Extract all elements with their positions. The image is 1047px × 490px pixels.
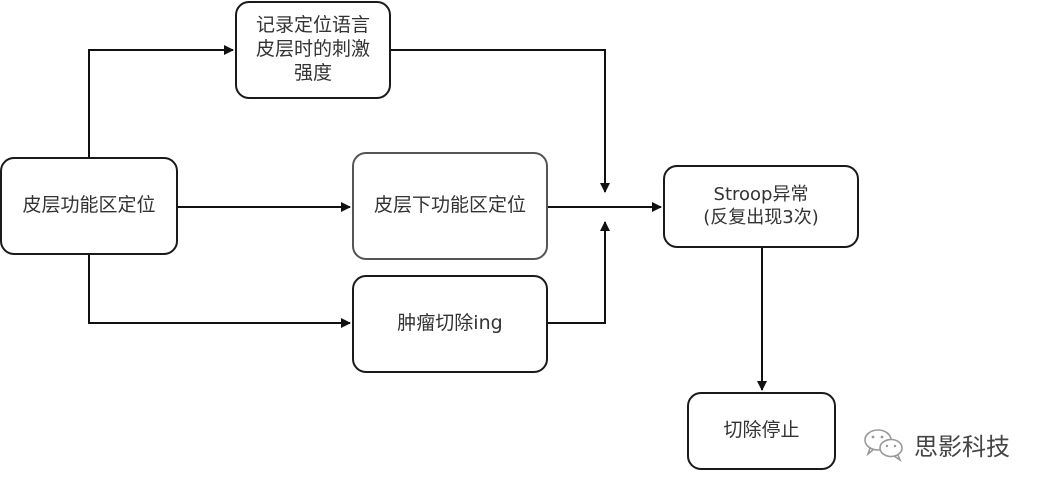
node-record-stimulation: 记录定位语言 皮层时的刺激 强度	[235, 1, 391, 99]
edge-cortex-to-tumor	[88, 255, 351, 328]
node-label-line: Stroop异常	[713, 184, 809, 205]
node-cortex-localization: 皮层功能区定位	[0, 157, 178, 255]
watermark-text: 思影科技	[914, 432, 1010, 461]
edge-record-to-junction	[391, 49, 610, 193]
wechat-icon	[864, 429, 903, 462]
node-stroop-abnormal: Stroop异常 (反复出现3次)	[663, 165, 859, 248]
edge-tumor-to-junction	[548, 221, 610, 324]
node-label: 皮层下功能区定位	[373, 194, 526, 217]
edge-cortex-to-record	[88, 45, 234, 157]
node-label: 肿瘤切除ing	[397, 312, 503, 335]
node-label-line: (反复出现3次)	[703, 206, 819, 228]
node-stop-resection: 切除停止	[687, 392, 836, 470]
node-subcortical-localization: 皮层下功能区定位	[352, 152, 548, 260]
node-label-line: 强度	[293, 61, 332, 84]
node-label: 皮层功能区定位	[22, 194, 156, 217]
watermark: 思影科技	[862, 426, 1010, 462]
node-tumor-resection: 肿瘤切除ing	[352, 275, 548, 373]
node-label-line: 记录定位语言	[255, 14, 370, 37]
node-label-line: 皮层时的刺激	[255, 38, 370, 61]
node-label: 切除停止	[723, 419, 800, 442]
